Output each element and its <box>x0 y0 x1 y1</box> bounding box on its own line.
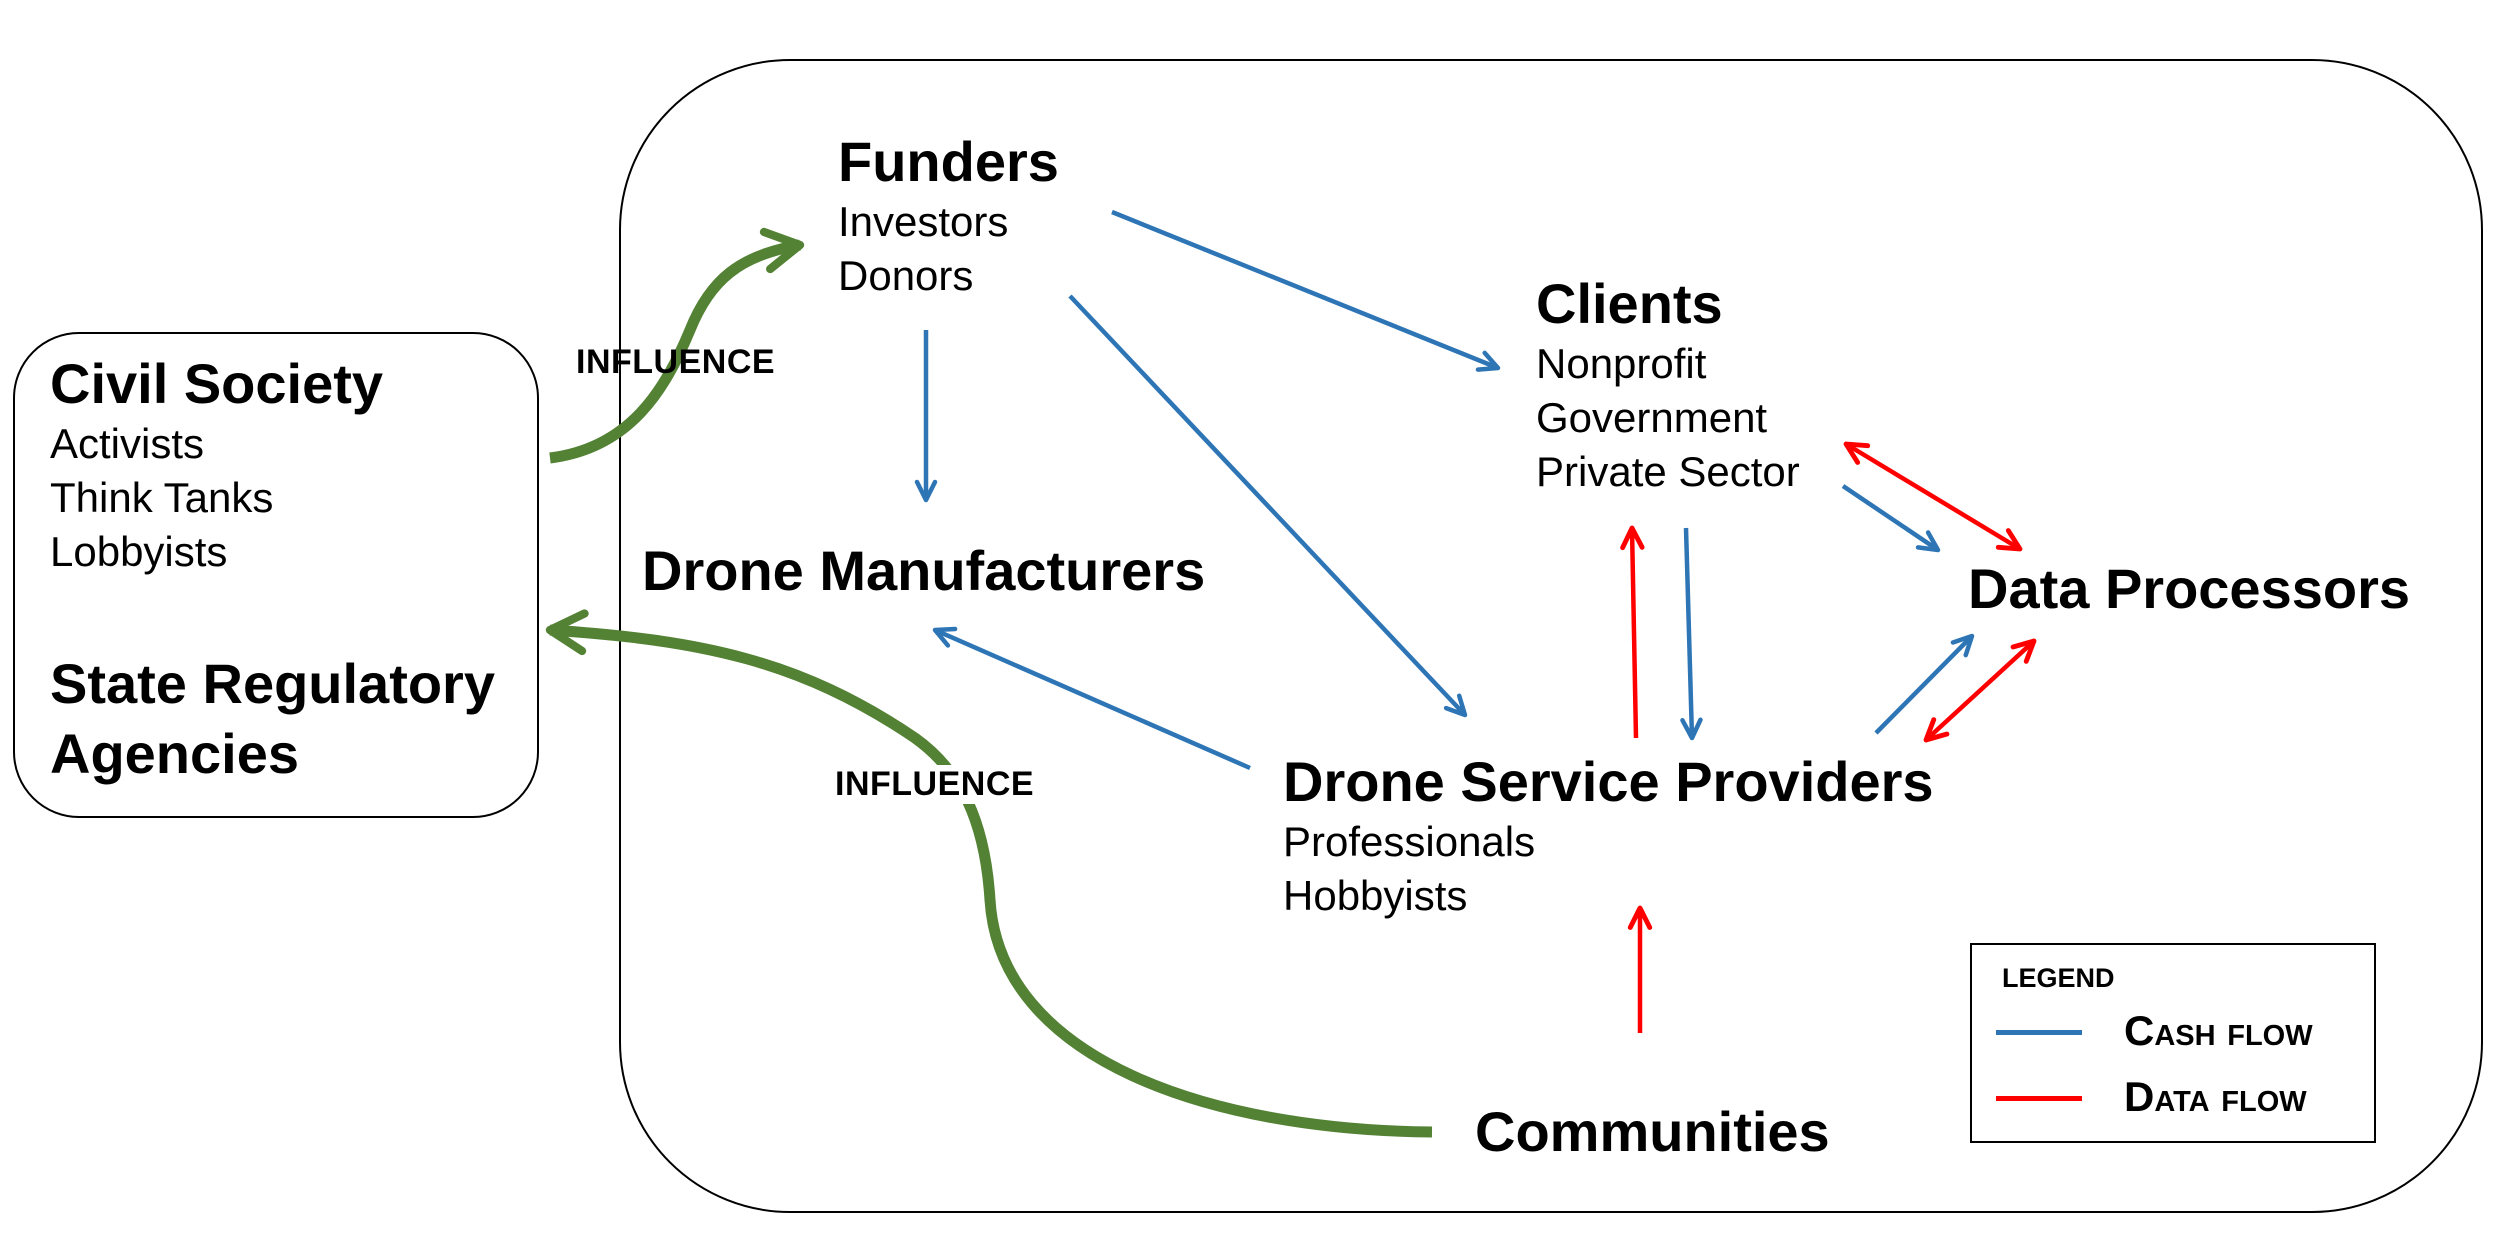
legend-row-data-flow: Data flow <box>1996 1067 2366 1127</box>
node-drone-manufacturers: Drone Manufacturers <box>642 537 1205 604</box>
node-funders: Funders Investors Donors <box>838 128 1059 303</box>
legend-row-cash-flow: Cash flow <box>1996 1001 2366 1061</box>
cash-flow-clients-to-data-processors <box>1841 484 1941 553</box>
civil-society-item-lobbyists: Lobbyists <box>50 527 228 575</box>
funders-item-donors: Donors <box>838 251 974 299</box>
legend-data-flow-label: Data flow <box>2124 1073 2307 1120</box>
influence-label-top: INFLUENCE <box>576 343 776 381</box>
data-flow-service-providers-to-clients <box>1620 525 1645 739</box>
funders-item-investors: Investors <box>838 198 1009 246</box>
data-flow-service-providers-data-processors <box>1923 638 2037 743</box>
influence-arrow-civil-society-to-funders <box>549 227 805 464</box>
legend-title: LEGEND <box>2002 963 2115 993</box>
node-civil-society: Civil Society Activists Think Tanks Lobb… <box>50 350 383 578</box>
legend-data-flow-swatch <box>1996 1096 2082 1101</box>
drone-service-providers-title: Drone Service Providers <box>1283 750 1934 813</box>
civil-society-item-activists: Activists <box>50 420 205 468</box>
communities-title: Communities <box>1475 1100 1830 1163</box>
state-regulatory-title-line1: State Regulatory <box>50 652 495 715</box>
legend: LEGEND Cash flow Data flow <box>1970 943 2376 1143</box>
node-clients: Clients Nonprofit Government Private Sec… <box>1536 270 1800 498</box>
service-providers-item-professionals: Professionals <box>1283 818 1536 866</box>
clients-item-private-sector: Private Sector <box>1536 447 1800 495</box>
cash-flow-funders-to-clients <box>1111 209 1501 372</box>
civil-society-title: Civil Society <box>50 352 384 415</box>
state-regulatory-title-line2: Agencies <box>50 722 299 785</box>
node-communities: Communities <box>1475 1098 1830 1165</box>
cash-flow-funders-to-service-providers <box>1068 294 1468 718</box>
node-state-regulatory-agencies: State Regulatory Agencies <box>50 649 495 789</box>
civil-society-item-think-tanks: Think Tanks <box>50 473 274 521</box>
clients-item-nonprofit: Nonprofit <box>1536 340 1707 388</box>
node-data-processors: Data Processors <box>1968 555 2410 622</box>
node-drone-service-providers: Drone Service Providers Professionals Ho… <box>1283 748 1934 923</box>
cash-flow-clients-to-service-providers <box>1680 527 1703 741</box>
influence-arrow-communities-to-regulators <box>545 609 1433 1138</box>
data-processors-title: Data Processors <box>1968 557 2411 620</box>
cash-flow-service-providers-to-manufacturers <box>932 626 1251 771</box>
clients-item-government: Government <box>1536 393 1768 441</box>
cash-flow-service-providers-to-data-processors <box>1874 633 1975 735</box>
funders-title: Funders <box>838 130 1059 193</box>
drone-manufacturers-title: Drone Manufacturers <box>642 539 1206 602</box>
external-actors-box <box>13 332 539 818</box>
legend-cash-flow-swatch <box>1996 1030 2082 1035</box>
clients-title: Clients <box>1536 272 1723 335</box>
influence-label-bottom: INFLUENCE <box>831 765 1039 804</box>
legend-cash-flow-label: Cash flow <box>2124 1007 2313 1054</box>
data-flow-clients-data-processors <box>1843 441 2023 552</box>
service-providers-item-hobbyists: Hobbyists <box>1283 871 1468 919</box>
